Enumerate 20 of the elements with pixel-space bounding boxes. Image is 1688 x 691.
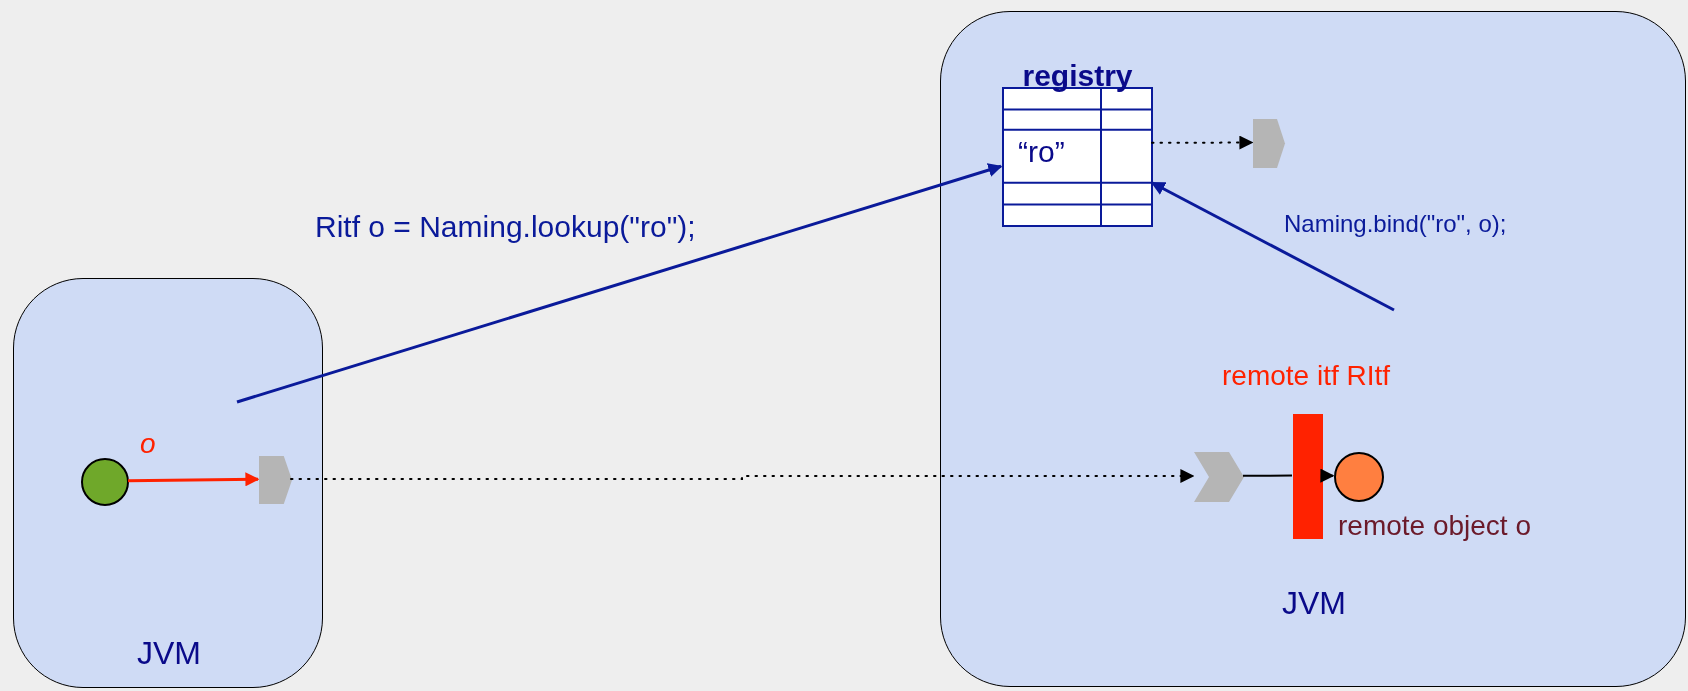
jvm-label: JVM <box>136 637 202 669</box>
arrow <box>1150 181 1395 312</box>
jvm-container <box>13 278 323 688</box>
interface-bar <box>1293 414 1323 539</box>
jvm-label: JVM <box>1281 587 1347 619</box>
arrow <box>236 163 1003 404</box>
dotted-arrow <box>1151 135 1254 150</box>
arrow <box>1320 468 1335 483</box>
object-circle <box>1334 452 1384 502</box>
object-circle <box>81 458 129 506</box>
edge-label: Naming.bind("ro", o); <box>1284 212 1507 236</box>
node-caption: remote object o <box>1338 512 1531 540</box>
node-caption: remote itf RItf <box>1222 362 1391 390</box>
registry-heading: registry <box>1021 61 1134 91</box>
jvm-container <box>940 11 1686 687</box>
registry-entry: “ro” <box>1018 137 1065 167</box>
node-caption: o <box>140 430 156 458</box>
arrow <box>127 472 260 487</box>
edge-label: Ritf o = Naming.lookup("ro"); <box>315 212 696 242</box>
dotted-arrow <box>290 469 1195 483</box>
